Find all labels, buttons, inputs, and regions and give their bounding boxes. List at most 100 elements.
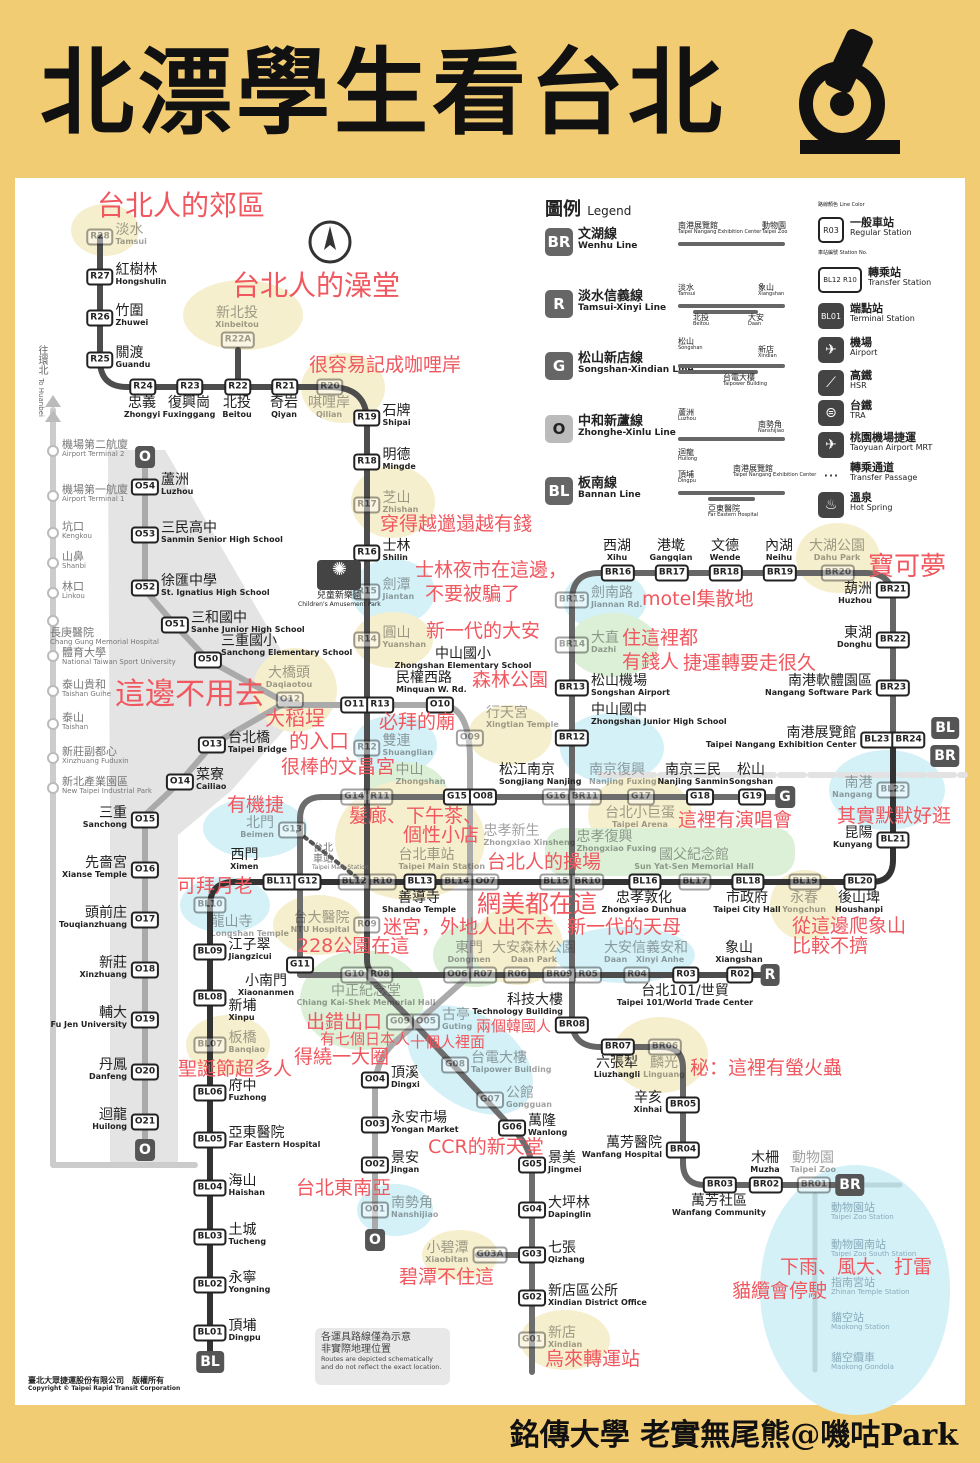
station-badge[interactable]: BL10 <box>193 896 227 914</box>
station-badge[interactable]: G07 <box>476 1091 504 1109</box>
station-badge[interactable]: O14 <box>165 773 195 791</box>
station-badge[interactable]: R24 <box>129 378 157 396</box>
station-badge[interactable]: BR08 <box>554 1016 590 1034</box>
station-badge[interactable]: BR03 <box>702 1176 738 1194</box>
station-badge[interactable]: G03 <box>518 1246 546 1264</box>
station-badge[interactable]: BL07 <box>193 1036 227 1054</box>
station-badge[interactable]: G02 <box>518 1289 546 1307</box>
station-badge[interactable]: R09 <box>353 916 381 934</box>
station-badge[interactable]: R06 <box>503 966 531 984</box>
station-badge[interactable]: O17 <box>130 911 160 929</box>
station-badge[interactable]: BL02 <box>193 1276 227 1294</box>
station-badge[interactable]: R22 <box>224 378 252 396</box>
station-badge[interactable]: G18 <box>686 788 714 806</box>
station-badge[interactable]: BR17 <box>654 564 690 582</box>
station-badge[interactable]: O16 <box>130 861 160 879</box>
station-badge[interactable]: G13 <box>278 821 306 839</box>
station-badge[interactable]: G06 <box>498 1119 526 1137</box>
station-badge[interactable]: O18 <box>130 961 160 979</box>
station-badge[interactable]: O03 <box>360 1116 390 1134</box>
station-badge[interactable]: BL04 <box>193 1179 227 1197</box>
station-badge[interactable]: BR21 <box>875 581 911 599</box>
station-badge[interactable]: BL13 <box>403 873 437 891</box>
station-badge[interactable]: O13 <box>197 736 227 754</box>
station-badge[interactable]: O54 <box>130 478 160 496</box>
station-badge[interactable]: BR22 <box>875 631 911 649</box>
station-badge[interactable]: O12 <box>275 691 305 709</box>
station-badge[interactable]: O04 <box>360 1071 390 1089</box>
station-badge[interactable]: G17 <box>627 788 655 806</box>
station-badge[interactable]: BL16 <box>628 873 662 891</box>
station-badge[interactable]: BL06 <box>193 1084 227 1102</box>
station-badge[interactable]: O50 <box>193 651 223 669</box>
station-badge[interactable]: R12 <box>353 739 381 757</box>
station-badge[interactable]: R04 <box>623 966 651 984</box>
station-badge[interactable]: BR05 <box>665 1096 701 1114</box>
station-badge[interactable]: BR12 <box>554 729 590 747</box>
station-badge[interactable]: O10 <box>425 696 455 714</box>
station-badge[interactable]: BL18 <box>731 873 765 891</box>
station-badge[interactable]: BL17 <box>678 873 712 891</box>
station-badge[interactable]: BR02 <box>748 1176 784 1194</box>
